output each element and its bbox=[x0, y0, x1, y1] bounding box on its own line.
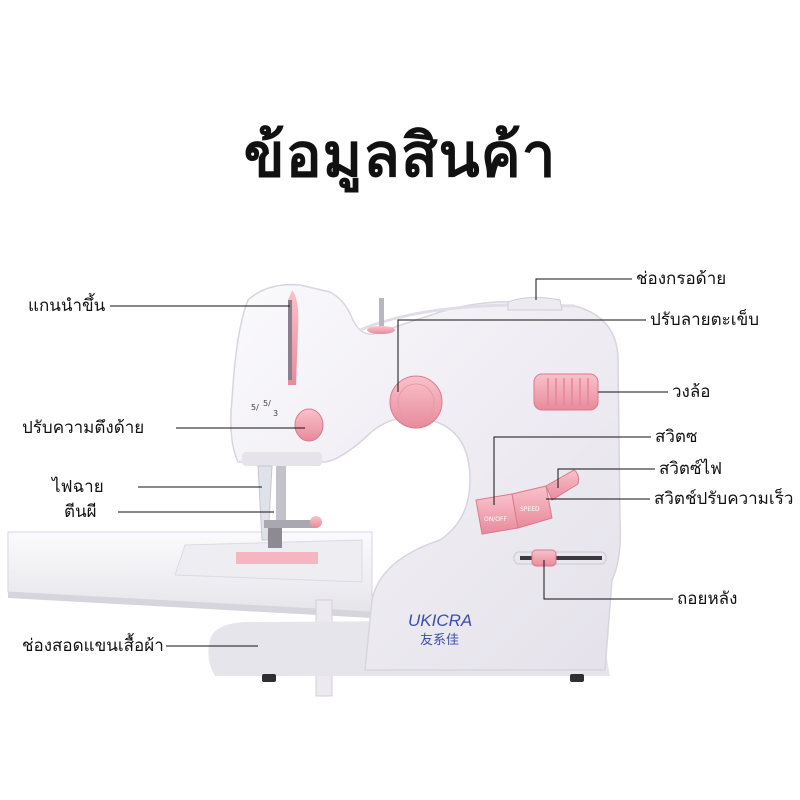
on-off-button[interactable] bbox=[475, 493, 519, 535]
spool-pin bbox=[367, 298, 395, 334]
label-light: ไฟฉาย bbox=[52, 477, 104, 497]
label-light-switch: สวิตซ์ไฟ bbox=[659, 459, 723, 479]
stitch-selector-dial[interactable] bbox=[389, 375, 443, 429]
label-sleeve-slot: ช่องสอดแขนเสื้อผ้า bbox=[22, 636, 164, 656]
svg-text:5/: 5/ bbox=[263, 399, 271, 408]
on-off-button-label: ON/OFF bbox=[484, 516, 507, 523]
needle-assembly bbox=[242, 452, 322, 548]
label-spool-pin: แกนนำขึ้น bbox=[28, 296, 106, 316]
label-reverse: ถอยหลัง bbox=[677, 589, 738, 609]
brand-logo: UKICRA bbox=[408, 611, 472, 630]
thread-cutter-slot bbox=[507, 296, 563, 311]
label-presser-foot: ตีนผี bbox=[64, 502, 97, 522]
label-tension: ปรับความตึงด้าย bbox=[22, 418, 145, 438]
label-speed-switch: สวิตช์ปรับความเร็ว bbox=[654, 489, 794, 509]
reverse-lever[interactable] bbox=[513, 549, 607, 567]
svg-text:5/: 5/ bbox=[251, 403, 259, 412]
speed-button[interactable] bbox=[511, 485, 553, 529]
svg-text:3: 3 bbox=[273, 409, 278, 418]
label-thread-cutter: ช่องกรอด้าย bbox=[636, 269, 727, 289]
label-stitch-selector: ปรับลายตะเข็บ bbox=[650, 310, 760, 330]
callout-lines bbox=[110, 278, 673, 647]
label-handwheel: วงล้อ bbox=[672, 382, 711, 402]
speed-button-label: SPEED bbox=[520, 506, 540, 513]
control-buttons: ON/OFF SPEED bbox=[475, 469, 579, 535]
page-title: ข้อมูลสินค้า bbox=[243, 121, 557, 191]
needle-plate bbox=[236, 552, 318, 564]
brand-logo-chinese: 友系佳 bbox=[420, 632, 459, 648]
tension-dial[interactable]: 5/ 5/ 3 bbox=[251, 399, 324, 442]
label-switch: สวิตซ bbox=[655, 427, 698, 447]
light-button[interactable] bbox=[545, 469, 579, 501]
handwheel[interactable] bbox=[533, 373, 599, 411]
